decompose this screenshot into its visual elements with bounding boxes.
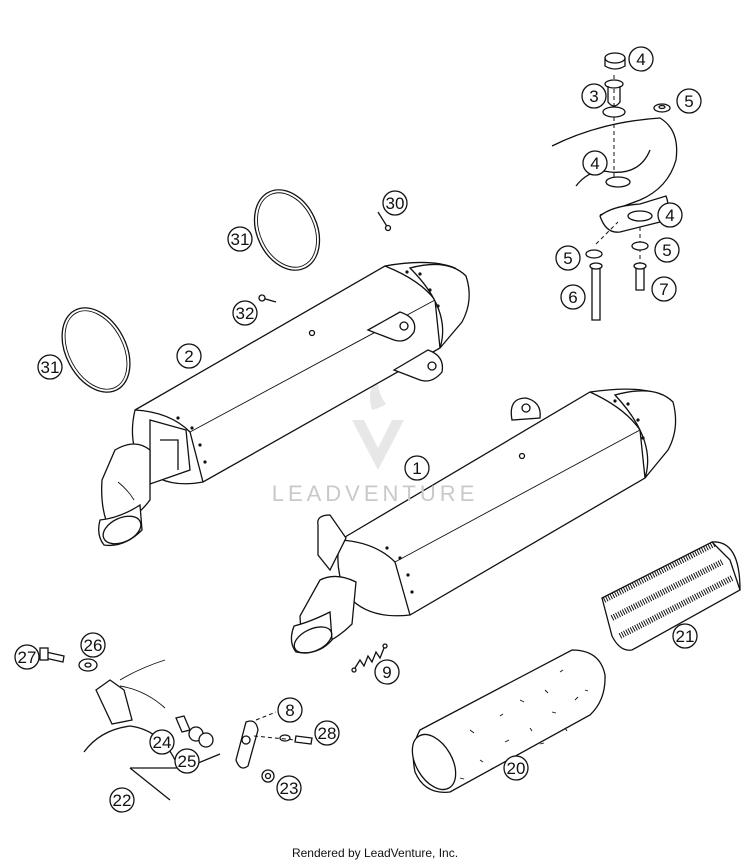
bolt-30 <box>377 211 392 232</box>
callout-label: 31 <box>231 230 250 249</box>
callout-23: 23 <box>276 775 302 801</box>
callout-4: 4 <box>628 46 654 72</box>
callout-label: 9 <box>382 663 391 682</box>
callout-8: 8 <box>277 697 303 723</box>
callout-label: 26 <box>84 636 103 655</box>
callout-7: 7 <box>651 276 677 302</box>
callout-31: 31 <box>227 226 253 252</box>
callout-label: 32 <box>236 304 255 323</box>
callout-label: 5 <box>563 249 572 268</box>
watermark-text: LEADVENTURE <box>271 481 479 506</box>
callout-label: 4 <box>636 50 645 69</box>
callout-1: 1 <box>404 455 430 481</box>
callout-label: 20 <box>507 759 526 778</box>
o-ring-lower-inner <box>64 310 128 390</box>
callout-label: 31 <box>41 358 60 377</box>
callout-20: 20 <box>503 755 529 781</box>
callout-30: 30 <box>382 190 408 216</box>
callout-21: 21 <box>672 623 698 649</box>
callout-label: 4 <box>590 154 599 173</box>
callout-label: 25 <box>178 752 197 771</box>
callout-label: 3 <box>589 87 598 106</box>
callout-label: 4 <box>665 206 674 225</box>
callout-label: 27 <box>18 648 37 667</box>
callout-5: 5 <box>654 237 680 263</box>
silencer-left <box>98 261 470 547</box>
mounting-bracket <box>551 52 678 321</box>
callout-27: 27 <box>14 644 40 670</box>
callout-25: 25 <box>174 748 200 774</box>
callout-4: 4 <box>582 150 608 176</box>
callout-label: 7 <box>659 280 668 299</box>
packing-21 <box>601 541 741 651</box>
callout-24: 24 <box>149 729 175 755</box>
callout-5: 5 <box>676 88 702 114</box>
callout-2: 2 <box>176 343 202 369</box>
silencer-right <box>290 388 677 654</box>
spring-9 <box>351 643 388 673</box>
callout-label: 1 <box>412 459 421 478</box>
callout-label: 28 <box>318 724 337 743</box>
footer-credit: Rendered by LeadVenture, Inc. <box>291 846 459 860</box>
callout-label: 21 <box>676 627 695 646</box>
callout-28: 28 <box>314 720 340 746</box>
bolt-32 <box>258 294 277 303</box>
callout-32: 32 <box>232 300 258 326</box>
packing-20 <box>411 649 606 793</box>
o-ring-upper <box>253 189 321 271</box>
callout-22: 22 <box>109 787 135 813</box>
callout-4: 4 <box>657 202 683 228</box>
lower-hardware <box>39 647 313 801</box>
callout-6: 6 <box>560 284 586 310</box>
o-ring-upper-inner <box>257 192 317 268</box>
callout-label: 5 <box>662 241 671 260</box>
callout-label: 8 <box>285 701 294 720</box>
callout-label: 22 <box>113 791 132 810</box>
callout-label: 30 <box>386 194 405 213</box>
callout-label: 6 <box>568 288 577 307</box>
callout-31: 31 <box>37 354 63 380</box>
callout-label: 23 <box>280 779 299 798</box>
callout-26: 26 <box>80 632 106 658</box>
callout-label: 5 <box>684 92 693 111</box>
callout-9: 9 <box>374 659 400 685</box>
callout-5: 5 <box>555 245 581 271</box>
callout-3: 3 <box>581 83 607 109</box>
callout-label: 24 <box>153 733 172 752</box>
o-ring-lower <box>61 307 131 393</box>
callout-label: 2 <box>184 347 193 366</box>
